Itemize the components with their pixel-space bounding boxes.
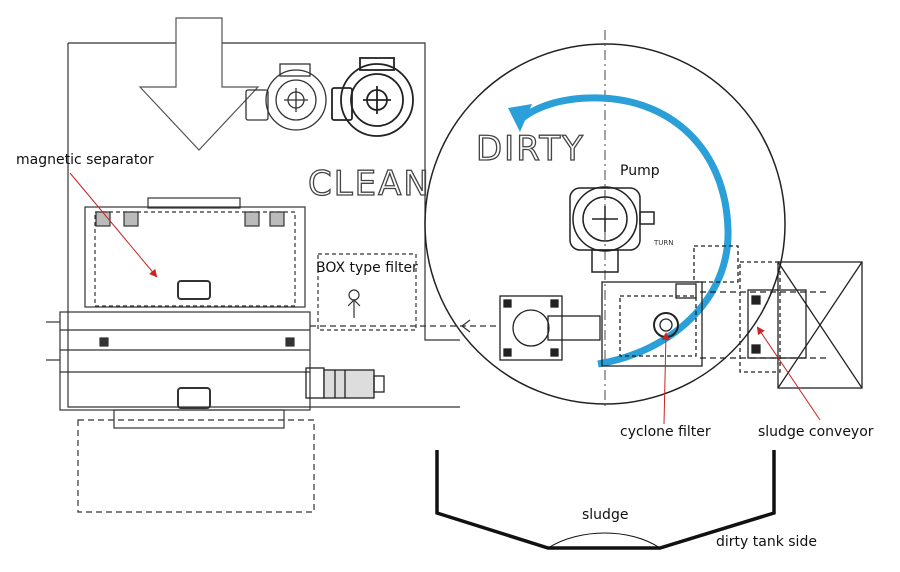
clean-label: CLEAN [308, 164, 431, 204]
pump-label: Pump [620, 163, 660, 179]
dirty-label: DIRTY [476, 129, 585, 169]
magnetic-separator-label: magnetic separator [16, 152, 154, 168]
box-type-filter-label: BOX type filter [316, 260, 418, 276]
box-type-filter [310, 253, 500, 333]
dirty-tank-side-label: dirty tank side [716, 534, 817, 550]
sludge-conveyor-unit [700, 261, 863, 389]
cyclone-filter-leader [661, 332, 670, 425]
rotation-flow-arrowhead [508, 104, 532, 132]
dirty-tank-bottom [435, 450, 776, 550]
magnetic-separator-unit [46, 197, 315, 513]
clean-tank-outline [67, 42, 460, 408]
rotation-flow-arrow [515, 94, 732, 368]
magnetic-separator-leader [69, 172, 158, 278]
motor-right-icon [331, 57, 414, 137]
separator-drive-motor-icon [305, 367, 385, 399]
sludge-conveyor-label: sludge conveyor [758, 424, 874, 440]
pump-icon [569, 186, 655, 273]
inflow-arrow [138, 17, 260, 151]
cyclone-filter-assembly [499, 245, 781, 373]
motor-left-icon [245, 63, 327, 131]
sludge-conveyor-leader [756, 326, 821, 421]
turn-label: TURN [653, 239, 674, 247]
cyclone-filter-label: cyclone filter [620, 424, 711, 440]
sludge-label: sludge [582, 507, 628, 523]
